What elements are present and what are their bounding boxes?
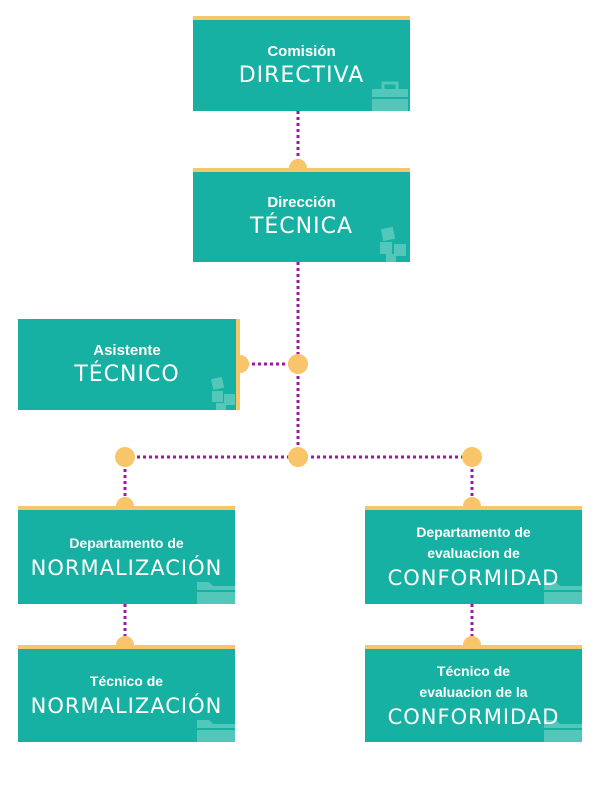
folder-icon: [544, 582, 582, 604]
briefcase-icon: [372, 81, 408, 111]
junction-node: [462, 447, 482, 467]
node-subtitle: Departamento de: [69, 534, 184, 551]
boxes-icon: [211, 376, 235, 410]
node-title: CONFORMIDAD: [387, 566, 560, 590]
node-subtitle-line1: Técnico de: [436, 662, 511, 679]
node-depto-normalizacion: Departamento de NORMALIZACIÓN: [18, 506, 235, 604]
node-subtitle-line1: Departamento de: [416, 524, 531, 540]
node-comision-directiva: Comisión DIRECTIVA: [193, 16, 410, 111]
node-tecnico-normalizacion: Técnico de NORMALIZACIÓN: [18, 645, 235, 742]
junction-node: [288, 447, 308, 467]
node-direccion-tecnica: Dirección TÉCNICA: [193, 168, 410, 262]
node-subtitle-line2: evaluacion de la: [419, 683, 528, 700]
node-subtitle: Técnico de: [89, 673, 164, 689]
node-title: TÉCNICA: [249, 214, 354, 239]
folder-icon: [197, 582, 235, 604]
node-subtitle: Dirección: [267, 194, 336, 211]
junction-node: [115, 447, 135, 467]
folder-icon: [197, 720, 235, 742]
node-depto-conformidad: Departamento de evaluacion de CONFORMIDA…: [365, 506, 582, 604]
node-subtitle-line2: evaluacion de: [427, 545, 520, 561]
node-tecnico-conformidad: Técnico de evaluacion de la CONFORMIDAD: [365, 645, 582, 742]
folder-icon: [544, 720, 582, 742]
junction-node: [288, 354, 308, 374]
node-subtitle: Asistente: [93, 341, 161, 359]
node-title: DIRECTIVA: [238, 62, 365, 88]
node-title: CONFORMIDAD: [387, 704, 560, 729]
node-title: TÉCNICO: [74, 361, 180, 387]
node-title: NORMALIZACIÓN: [30, 555, 223, 580]
boxes-icon: [380, 226, 406, 262]
node-title: NORMALIZACIÓN: [30, 694, 223, 718]
node-subtitle: Comisión: [267, 42, 336, 60]
node-asistente-tecnico: Asistente TÉCNICO: [18, 319, 240, 410]
